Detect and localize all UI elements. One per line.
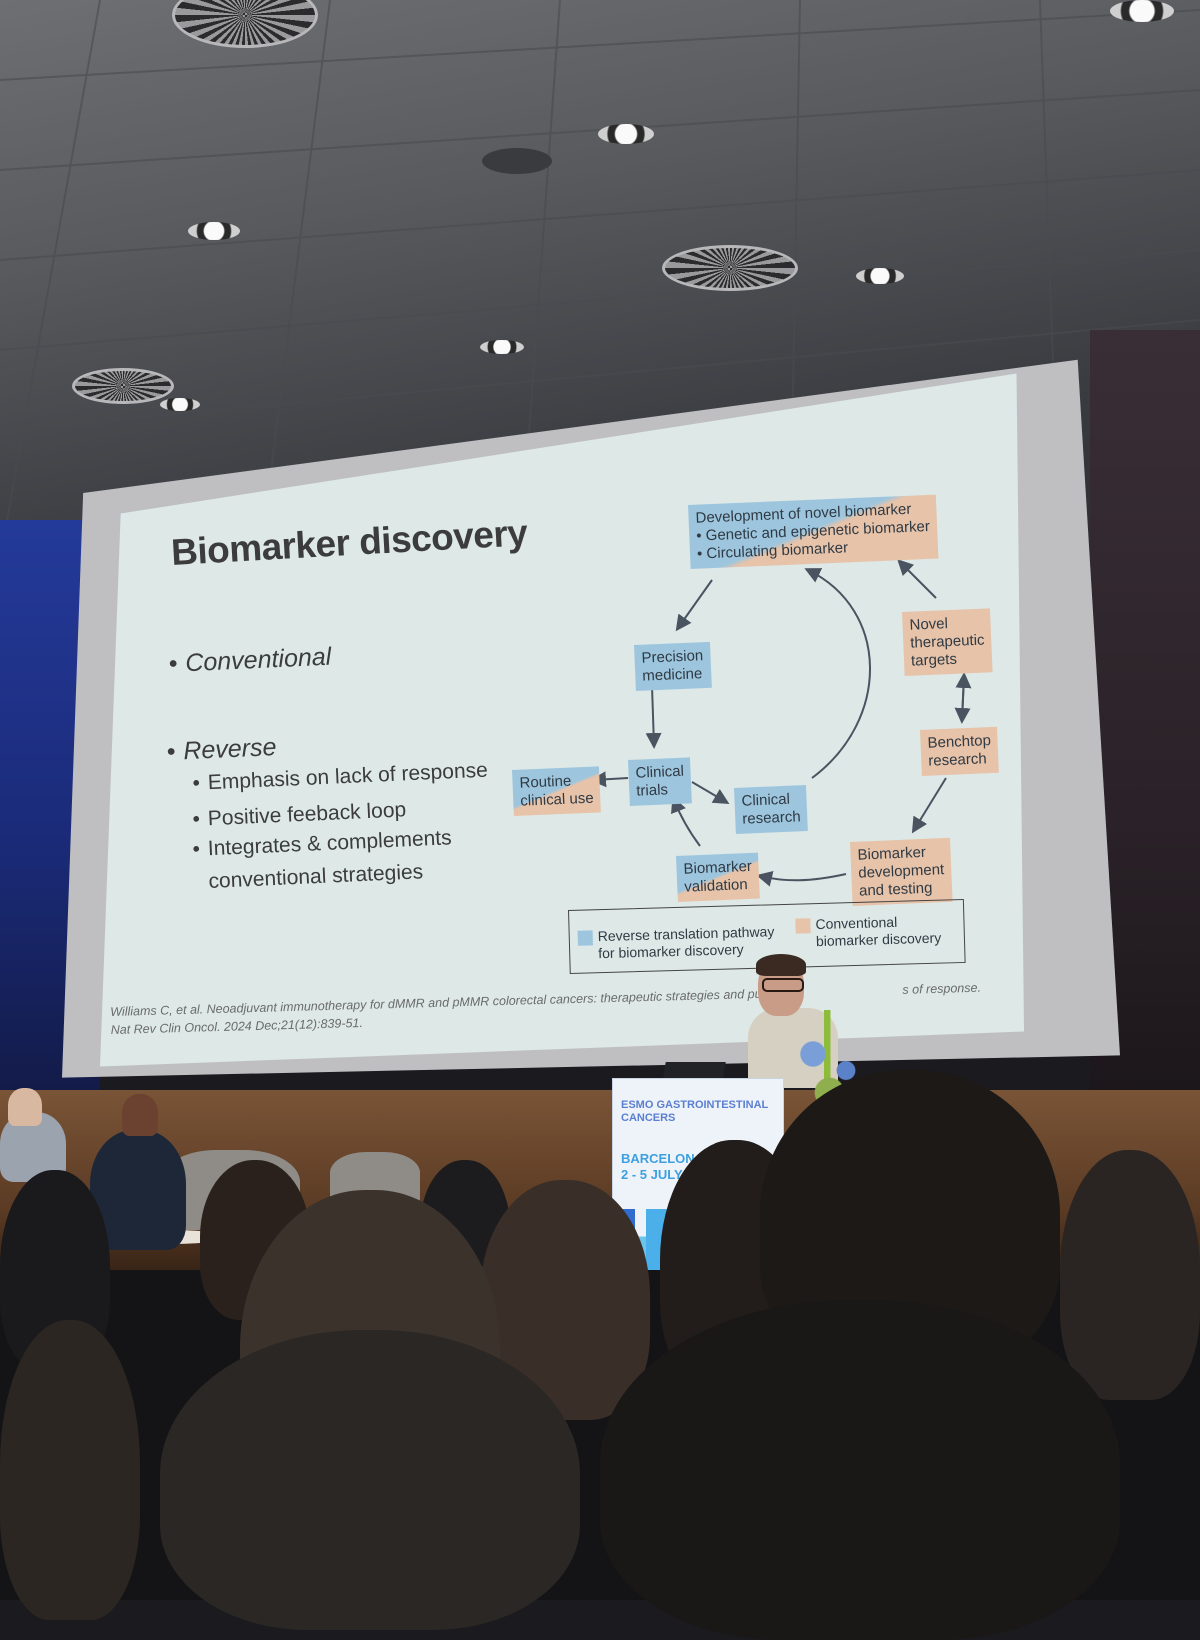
arrow-benchtop-to-biomarker xyxy=(911,777,947,834)
arrow-targets-to-development xyxy=(897,559,937,599)
legend-swatch-reverse xyxy=(577,930,593,946)
box-biomarker-validation: Biomarker validation xyxy=(676,852,761,902)
ceiling-speaker xyxy=(482,148,552,174)
audience-member-foreground xyxy=(600,1300,1120,1640)
citation-part: s of response. xyxy=(902,980,982,997)
arrow-benchtop-to-targets xyxy=(955,672,972,721)
audience-member xyxy=(1060,1150,1200,1400)
podium-line-1: ESMO GASTROINTESTINAL xyxy=(621,1099,769,1111)
ceiling-light xyxy=(1110,0,1174,22)
ceiling-light xyxy=(480,340,524,354)
diagram-arrows xyxy=(590,559,972,887)
audience-member-foreground xyxy=(0,1320,140,1620)
ceiling-light xyxy=(856,268,904,284)
speaker-glasses xyxy=(762,978,804,992)
box-line: therapeutic xyxy=(909,631,985,652)
box-line: validation xyxy=(683,876,749,896)
box-novel-therapeutic-targets: Novel therapeutic targets xyxy=(902,608,993,676)
box-clinical-research: Clinical research xyxy=(734,784,809,834)
box-precision-medicine: Precision medicine xyxy=(634,641,712,691)
box-line: medicine xyxy=(641,665,703,685)
podium-line-2: CANCERS xyxy=(621,1112,676,1124)
panelist-head xyxy=(122,1094,158,1136)
legend-label-reverse: Reverse translation pathway for biomarke… xyxy=(598,923,776,962)
box-development-novel-biomarker: Development of novel biomarker • Genetic… xyxy=(688,494,939,569)
box-line: Clinical xyxy=(635,762,685,782)
ceiling-vent xyxy=(72,368,174,404)
ceiling-light xyxy=(160,398,200,411)
legend-line: for biomarker discovery xyxy=(597,941,744,962)
arrow-precision-to-trials xyxy=(645,685,662,749)
box-line: trials xyxy=(635,781,669,800)
box-line: targets xyxy=(910,650,958,670)
box-line: research xyxy=(927,750,987,770)
box-line: clinical use xyxy=(519,789,594,810)
audience-member-foreground xyxy=(160,1330,580,1630)
legend-line: biomarker discovery xyxy=(815,929,942,950)
arrow-trials-to-research xyxy=(691,781,730,805)
box-benchtop-research: Benchtop research xyxy=(920,726,1000,776)
box-clinical-trials: Clinical trials xyxy=(628,757,693,806)
legend-label-conventional: Conventional biomarker discovery xyxy=(815,913,941,950)
arrow-development-to-validation xyxy=(756,871,847,887)
box-routine-clinical-use: Routine clinical use xyxy=(512,766,602,816)
arrow-research-to-development xyxy=(804,568,871,779)
box-line: and testing xyxy=(858,879,933,900)
arrow-validation-to-trials xyxy=(671,796,701,847)
ceiling-light xyxy=(598,124,654,144)
box-line: research xyxy=(741,808,801,828)
legend-swatch-conventional xyxy=(795,918,811,934)
ceiling-light xyxy=(188,222,240,240)
ceiling-vent xyxy=(662,245,798,291)
box-biomarker-development-testing: Biomarker development and testing xyxy=(850,837,953,906)
panelist-head xyxy=(8,1088,42,1126)
speaker-hair xyxy=(756,954,806,976)
arrow-development-to-precision xyxy=(675,579,713,632)
